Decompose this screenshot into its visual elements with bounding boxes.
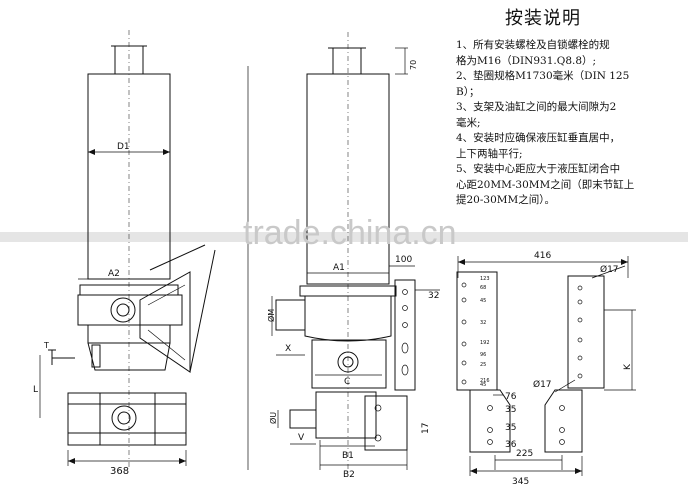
dim-x: X bbox=[285, 344, 291, 354]
dim-70: 70 bbox=[409, 60, 418, 70]
middle-view: 70 A1 100 32 ØM X C bbox=[247, 32, 440, 480]
dim-a1: A1 bbox=[333, 263, 345, 273]
hole-label: 25 bbox=[480, 362, 486, 368]
hole-label: 216 bbox=[480, 378, 490, 384]
hole-label: 45 bbox=[480, 298, 486, 304]
hole-label: 68 bbox=[480, 285, 486, 291]
note-line: 2、垫圈规格M1730毫米（DIN 125 bbox=[456, 70, 630, 82]
dim-a2: A2 bbox=[108, 269, 120, 279]
hole-label: 32 bbox=[480, 320, 486, 326]
lower-block bbox=[315, 391, 377, 439]
mounting-plate-left bbox=[456, 271, 498, 391]
mounting-plate-right bbox=[567, 275, 605, 389]
dim-t: T bbox=[43, 341, 49, 350]
cylinder-top-rod bbox=[332, 47, 362, 75]
dim-c: C bbox=[344, 377, 350, 387]
dim-phi-m: ØM bbox=[266, 309, 276, 322]
dim-36: 36 bbox=[505, 440, 517, 450]
dim-416: 416 bbox=[534, 251, 551, 261]
dim-32: 32 bbox=[428, 291, 439, 301]
mount-plate-side bbox=[394, 279, 416, 391]
note-line: 毫米; bbox=[456, 116, 481, 129]
page-title: 按装说明 bbox=[505, 8, 581, 29]
lower-bracket bbox=[364, 395, 408, 451]
dim-17: 17 bbox=[421, 423, 431, 434]
note-line: 格为M16（DIN931.Q8.8）; bbox=[456, 54, 597, 67]
note-line: 4、安装时应确保液压缸垂直居中， bbox=[456, 132, 621, 144]
note-line: 提20-30MM之间）。 bbox=[456, 194, 556, 206]
dim-phi17-bottom: Ø17 bbox=[533, 379, 552, 390]
watermark-band bbox=[0, 232, 688, 242]
hole-label: 123 bbox=[480, 276, 490, 282]
dim-b2: B2 bbox=[343, 470, 355, 480]
note-line: 1、所有安装螺栓及自锁螺栓的规 bbox=[456, 39, 610, 51]
base-block bbox=[67, 392, 187, 446]
pivot-eye bbox=[110, 297, 136, 323]
base-eye bbox=[111, 405, 137, 431]
hole-label: 96 bbox=[480, 352, 486, 358]
installation-notes: 1、所有安装螺栓及自锁螺栓的规 格为M16（DIN931.Q8.8）; 2、垫圈… bbox=[456, 38, 688, 209]
dim-35a: 35 bbox=[505, 405, 516, 415]
lower-bracket-left bbox=[469, 389, 511, 453]
dim-d1: D1 bbox=[117, 142, 130, 152]
dim-345: 345 bbox=[512, 477, 529, 487]
dim-k: K bbox=[623, 363, 633, 370]
dim-100: 100 bbox=[395, 255, 412, 265]
note-line: 3、支架及油缸之间的最大间隙为2 bbox=[456, 101, 617, 113]
dim-368: 368 bbox=[110, 466, 129, 477]
left-view: D1 A2 T L bbox=[33, 30, 216, 477]
port-circle bbox=[337, 351, 359, 373]
dim-76: 76 bbox=[505, 392, 517, 402]
right-view: 416 123 68 45 32 192 96 25 216 45 Ø17 bbox=[456, 251, 636, 487]
hole-label: 192 bbox=[480, 340, 490, 346]
note-line: B）； bbox=[456, 85, 480, 98]
dim-35b: 35 bbox=[505, 423, 516, 433]
watermark: trade.china.cn bbox=[243, 214, 457, 252]
dim-l: L bbox=[33, 385, 38, 395]
dim-phi17-top: Ø17 bbox=[600, 264, 619, 275]
hole-label: 45 bbox=[480, 382, 486, 388]
dim-v: V bbox=[298, 433, 305, 443]
note-line: 心距20MM-30MM之间（即末节缸上 bbox=[456, 178, 635, 191]
lower-bracket-right bbox=[544, 389, 583, 453]
plate-holes-left bbox=[461, 282, 467, 385]
note-line: 上下两轴平行; bbox=[456, 147, 523, 160]
dim-b1: B1 bbox=[342, 451, 354, 461]
dim-phi-u: ØU bbox=[268, 412, 278, 424]
note-line: 5、安装中心距应大于液压缸闭合中 bbox=[456, 163, 621, 175]
dim-225: 225 bbox=[516, 449, 533, 459]
